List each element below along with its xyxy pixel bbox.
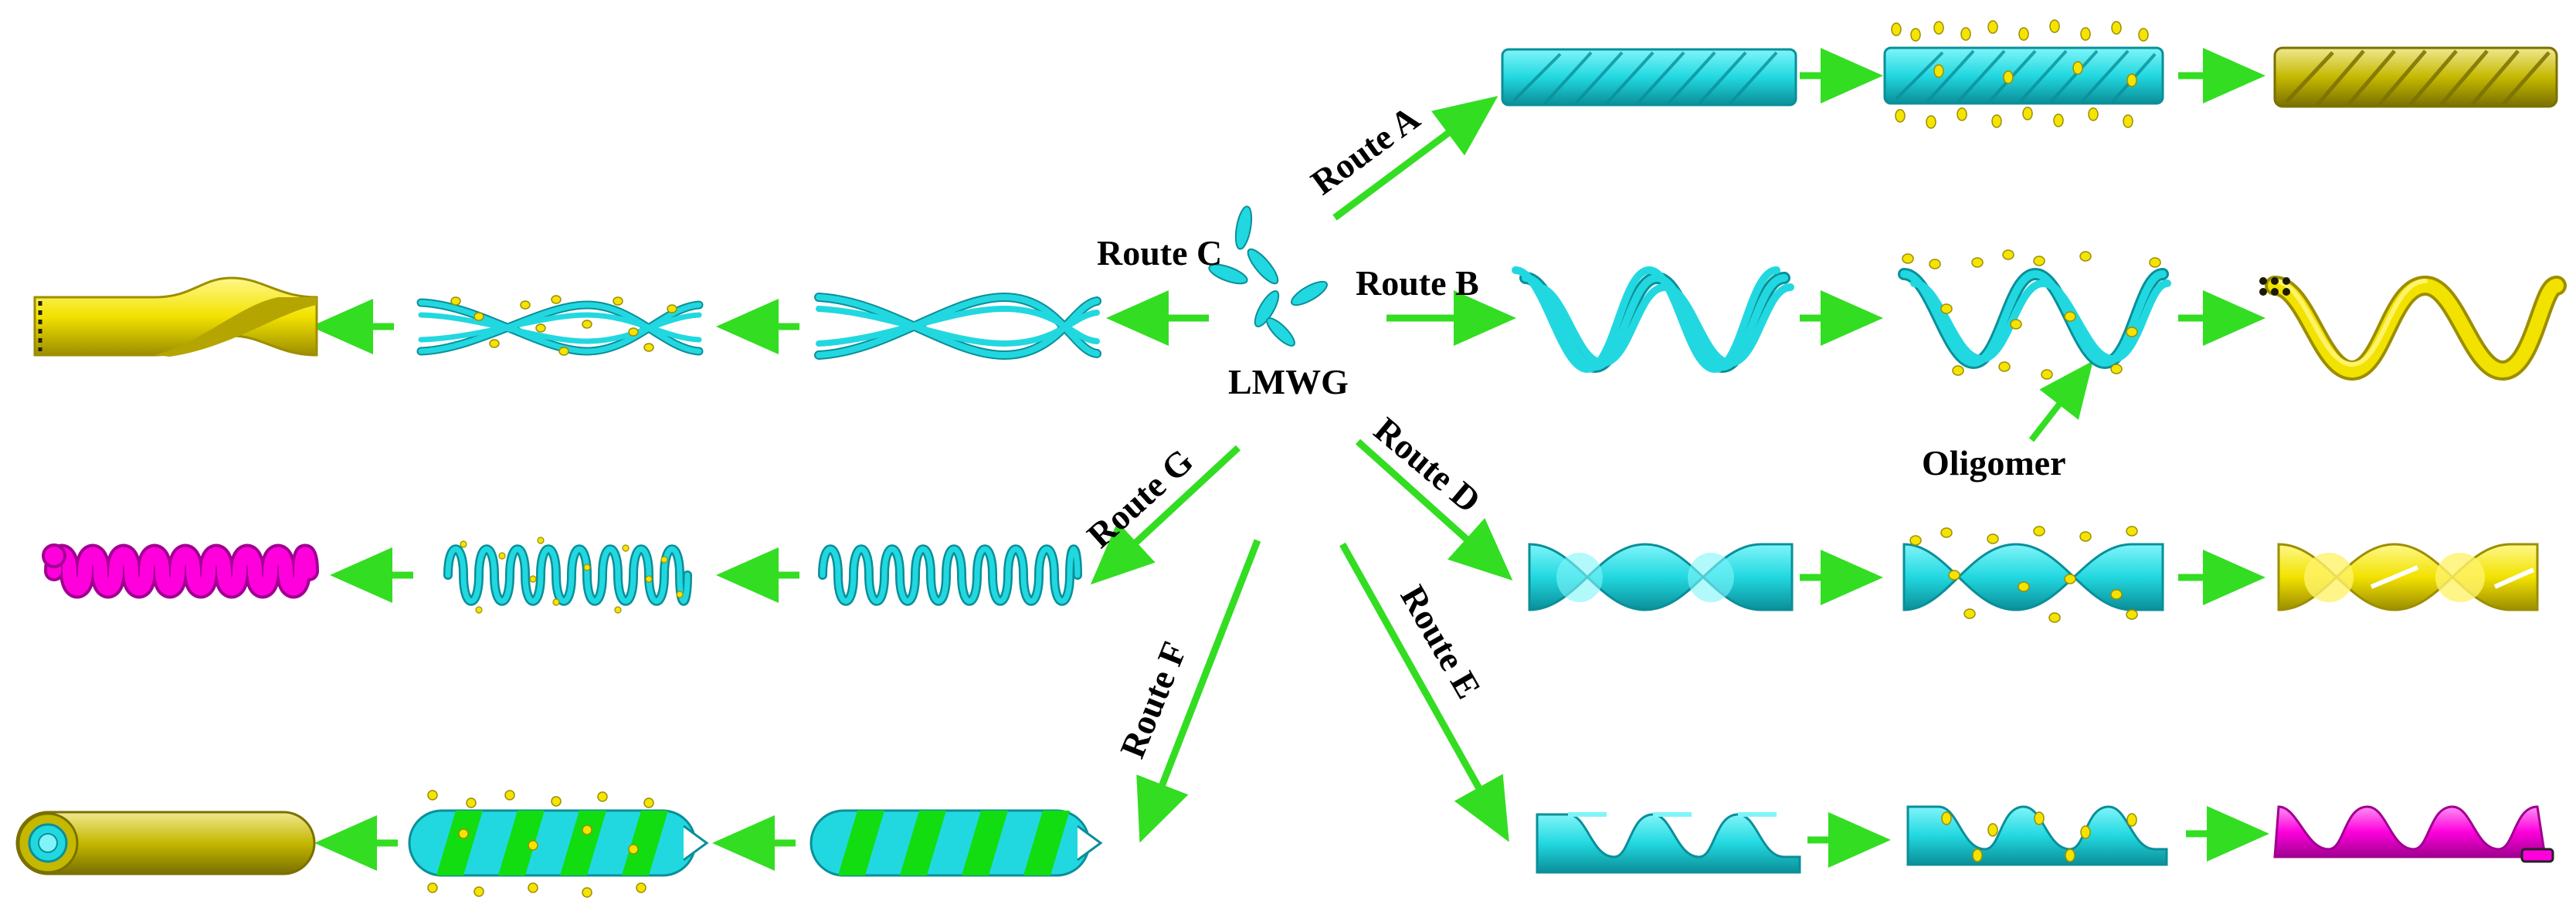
route-c-label: Route C bbox=[1097, 233, 1222, 273]
route-b-coated-helix bbox=[2259, 275, 2567, 381]
route-f-tube bbox=[809, 809, 1103, 877]
route-f-label: Route F bbox=[1112, 636, 1194, 763]
route-a-label: Route A bbox=[1304, 98, 1427, 202]
route-a-coated-fiber bbox=[2273, 46, 2558, 108]
oligomer-arrow bbox=[2028, 361, 2093, 442]
route-d-coated-tape bbox=[2277, 543, 2539, 611]
center-label: LMWG bbox=[1228, 362, 1349, 401]
route-g-coated-spring bbox=[42, 543, 319, 599]
route-f-arrow bbox=[1136, 539, 1261, 843]
route-a-fiber-oligomer bbox=[1883, 19, 2164, 129]
route-g-arrow bbox=[1090, 445, 1241, 585]
route-e-label: Route E bbox=[1393, 579, 1488, 706]
route-e-coated-ribbon bbox=[2273, 805, 2554, 863]
oligomer-label: Oligomer bbox=[1922, 443, 2066, 482]
route-d-arrow bbox=[1355, 438, 1513, 581]
route-d-tape-oligomer bbox=[1902, 526, 2164, 623]
route-arrows bbox=[1090, 96, 1516, 843]
route-a-fiber bbox=[1501, 48, 1797, 107]
route-e-ribbon-oligomer bbox=[1906, 805, 2168, 866]
route-b-label: Route B bbox=[1356, 263, 1479, 303]
route-f-coated-tube bbox=[15, 811, 316, 875]
route-e-ribbon bbox=[1536, 812, 1801, 874]
route-c-coated-ribbon bbox=[33, 276, 318, 357]
lmwg-molecules bbox=[1208, 205, 1328, 347]
route-c-ribbon bbox=[814, 292, 1101, 361]
route-d-tape bbox=[1528, 543, 1794, 611]
route-b-helix-oligomer bbox=[1898, 249, 2171, 380]
route-g-spring-oligomer bbox=[443, 537, 692, 614]
route-g-spring bbox=[818, 544, 1082, 606]
route-c-ribbon-oligomer bbox=[416, 295, 704, 356]
route-f-tube-oligomer bbox=[408, 790, 709, 898]
route-e-arrow bbox=[1339, 542, 1509, 842]
step-arrows bbox=[311, 48, 2269, 871]
route-a-arrow bbox=[1332, 96, 1498, 221]
route-b-helix bbox=[1512, 266, 1794, 374]
